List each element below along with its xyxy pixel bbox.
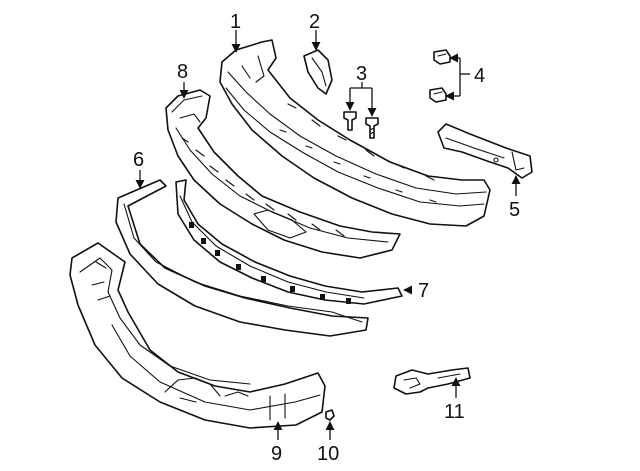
- part-4-clip-upper: [433, 49, 451, 65]
- callout-4: 4: [474, 65, 485, 87]
- part-5-mount-bracket: [437, 123, 533, 179]
- callout-2: 2: [309, 11, 320, 33]
- callout-9: 9: [271, 443, 282, 465]
- part-2-bracket: [303, 49, 333, 95]
- part-8-absorber: [165, 89, 401, 259]
- part-3-bolt-right: [365, 117, 379, 139]
- leader-4: [445, 53, 470, 101]
- part-11-tow-hook: [393, 367, 471, 395]
- part-6-molding-strip: [115, 179, 369, 337]
- part-1-reinforcement: [219, 39, 491, 227]
- leader-lines: [135, 30, 521, 440]
- part-3-bolts: [343, 111, 379, 139]
- callout-10: 10: [317, 443, 339, 465]
- callout-8: 8: [177, 61, 188, 83]
- callout-3: 3: [356, 63, 367, 85]
- callout-6: 6: [133, 149, 144, 171]
- callout-1: 1: [230, 11, 241, 33]
- part-7-clips: [189, 222, 351, 304]
- part-4-clip-lower: [429, 87, 447, 103]
- part-4-clips: [429, 49, 451, 103]
- callout-labels: 1 2 3 4 5 6 7 8 9 10 11: [133, 11, 520, 465]
- callout-7: 7: [418, 280, 429, 302]
- callout-11: 11: [444, 401, 465, 423]
- part-9-bumper-cover: [69, 242, 326, 429]
- leader-3: [345, 82, 377, 117]
- callout-5: 5: [509, 199, 520, 221]
- part-10-clip: [325, 409, 335, 421]
- part-3-bolt-left: [343, 111, 357, 131]
- part-7-stiffener: [175, 179, 403, 305]
